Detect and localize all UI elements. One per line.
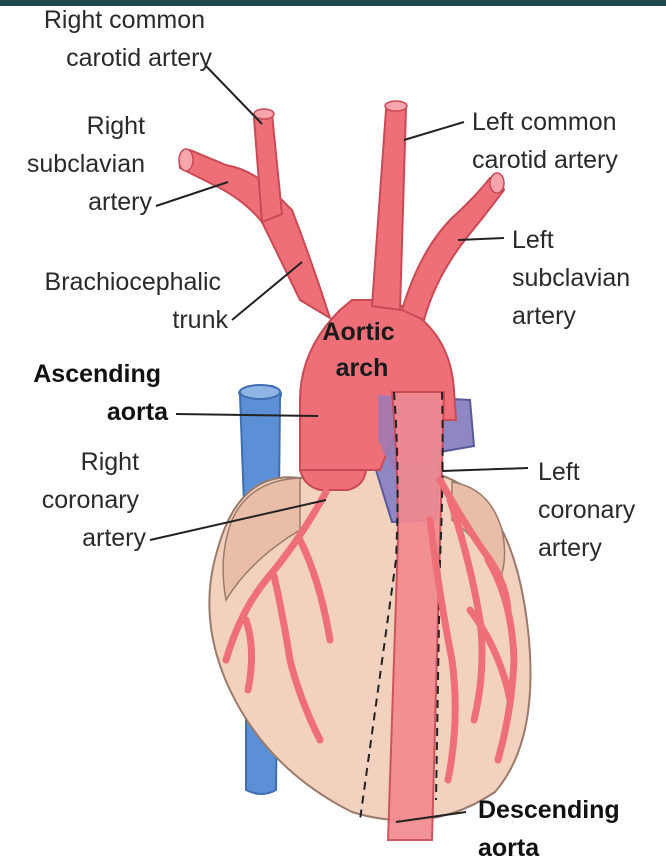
label-right-subclavian: Right subclavian artery bbox=[27, 112, 153, 216]
left-carotid-opening bbox=[385, 101, 407, 111]
label-left-coronary: Left coronary artery bbox=[538, 458, 642, 562]
label-left-subclavian: Left subclavian artery bbox=[512, 226, 637, 330]
label-ascending-aorta: Ascending aorta bbox=[33, 360, 169, 426]
label-right-coronary: Right coronary artery bbox=[42, 448, 147, 552]
label-left-common-carotid: Left common carotid artery bbox=[472, 108, 623, 174]
left-subclavian-opening bbox=[490, 173, 504, 193]
vena-cava-opening bbox=[240, 385, 280, 399]
label-descending-aorta: Descending aorta bbox=[478, 796, 627, 862]
left-subclavian-vessel bbox=[402, 178, 504, 320]
left-common-carotid-vessel bbox=[372, 104, 406, 310]
label-right-common-carotid: Right common carotid artery bbox=[44, 6, 213, 72]
right-subclavian-opening bbox=[179, 149, 193, 171]
label-brachiocephalic: Brachiocephalic trunk bbox=[45, 268, 229, 334]
